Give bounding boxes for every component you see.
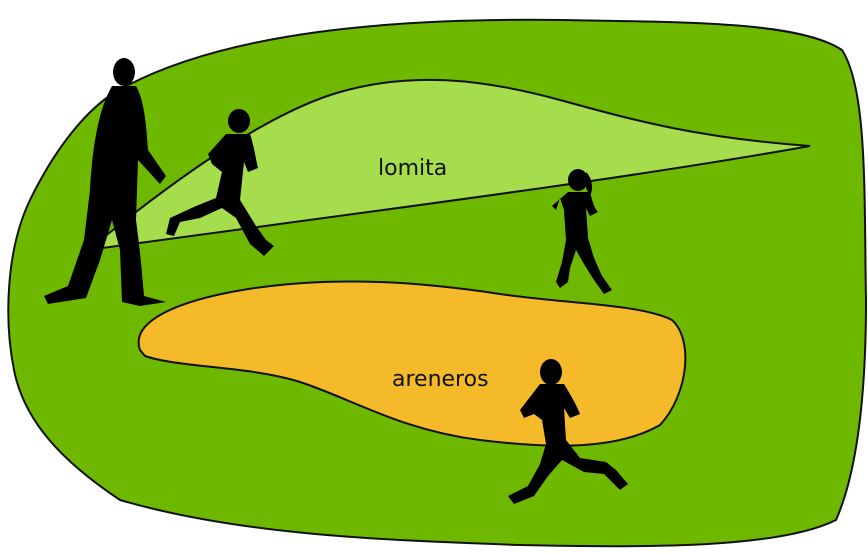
girl-running-silhouette — [552, 169, 612, 294]
adult-walking-silhouette — [44, 58, 166, 306]
hill-area — [84, 78, 811, 252]
sandbox-label: areneros — [392, 367, 489, 392]
child-running-silhouette-2 — [508, 359, 628, 504]
hill-label: lomita — [378, 156, 447, 181]
child-running-silhouette-1 — [166, 109, 274, 256]
